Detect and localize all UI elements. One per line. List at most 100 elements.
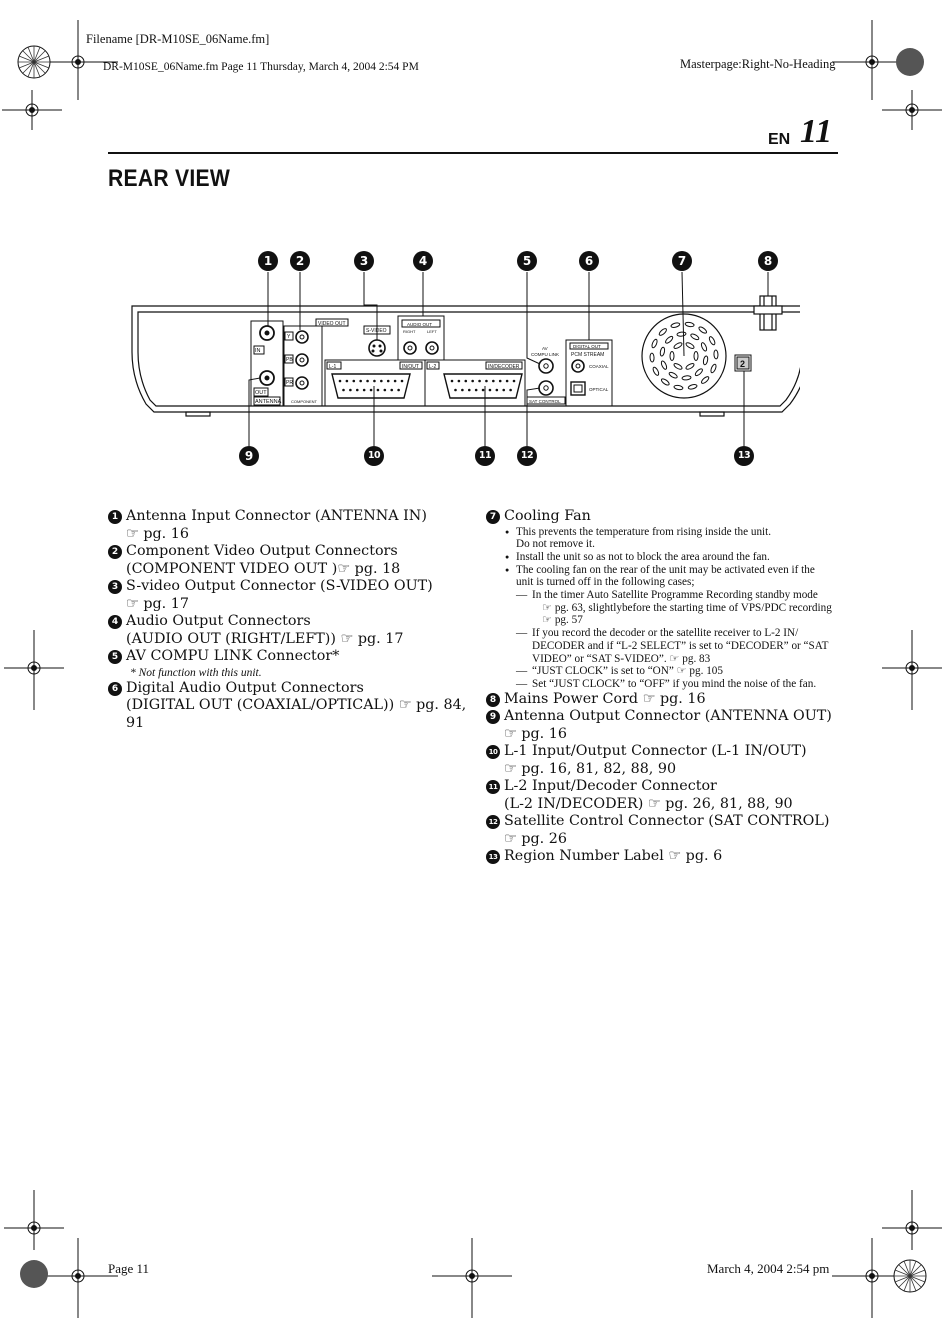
label-pb: PB — [286, 357, 293, 363]
scart-pin — [386, 379, 390, 383]
fan-slot — [673, 363, 683, 370]
fan-slot — [668, 371, 678, 379]
item-number: 6 — [108, 681, 122, 696]
dash-text: If you record the decoder or the satelli… — [532, 627, 799, 640]
fan-slot — [681, 375, 692, 381]
list-item: 6 Digital Audio Output Connectors (DIGIT… — [108, 680, 468, 733]
language-code: EN — [768, 131, 791, 148]
callout-5: 5 — [517, 251, 537, 271]
scart-pins — [338, 379, 516, 392]
scart-pin — [461, 388, 464, 392]
item-number: 5 — [108, 650, 122, 664]
label-digital-out: DIGITAL OUT — [573, 344, 601, 349]
item-number: 10 — [486, 745, 500, 760]
fan-slot — [673, 384, 684, 391]
scart-pin — [376, 388, 380, 392]
scart-pin — [338, 379, 342, 383]
label-in: IN — [255, 348, 261, 354]
item-text: ☞ pg. 26 — [504, 830, 567, 847]
scart-pin — [450, 379, 454, 383]
label-in-out: IN/OUT — [402, 364, 419, 370]
list-item: 5 AV COMPU LINK Connector* * Not functio… — [108, 648, 468, 680]
list-item: 4 Audio Output Connectors (AUDIO OUT (RI… — [108, 613, 468, 648]
page-number: 11 — [800, 113, 833, 150]
scart-pin — [454, 388, 457, 392]
fan-slot — [684, 321, 695, 328]
item-text: Satellite Control Connector (SAT CONTROL… — [504, 813, 830, 830]
fan-slot — [701, 376, 710, 384]
list-item: 1 Antenna Input Connector (ANTENNA IN) ☞… — [108, 508, 468, 543]
fan-slot — [649, 352, 655, 363]
header-filename: Filename [DR-M10SE_06Name.fm] — [86, 32, 270, 46]
fan-slot — [669, 351, 675, 361]
scart-pin — [383, 388, 387, 392]
callout-9: 9 — [239, 446, 259, 466]
list-item: 11 L-2 Input/Decoder Connector (L-2 IN/D… — [486, 778, 846, 813]
label-compu-link: COMPU LINK — [531, 352, 559, 357]
scart-pin — [400, 379, 404, 383]
label-coaxial: COAXIAL — [589, 364, 609, 369]
fan-slot — [652, 366, 660, 376]
scart-pin — [478, 379, 481, 383]
fan-slot — [708, 336, 716, 346]
scart-pin — [369, 388, 373, 392]
callout-7: 7 — [672, 251, 692, 271]
scart-pin — [498, 379, 502, 383]
label-pr: PR — [286, 380, 293, 386]
item-text: ☞ pg. 17 — [126, 595, 189, 612]
dash-icon: — — [516, 677, 528, 690]
fan-slot — [660, 360, 668, 370]
callout-2: 2 — [290, 251, 310, 271]
gray-dot-icon — [20, 48, 924, 1288]
dash-text: “JUST CLOCK” is set to “ON” ☞ pg. 105 — [532, 665, 723, 678]
list-item: 3 S-video Output Connector (S-VIDEO OUT)… — [108, 578, 468, 613]
bullet-item: Install the unit so as not to block the … — [504, 551, 846, 564]
dash-text: In the timer Auto Satellite Programme Re… — [532, 589, 818, 602]
scart-pin — [349, 388, 352, 392]
item-text: 91 — [126, 714, 145, 731]
fan-slot — [693, 351, 699, 361]
fan-slot — [687, 384, 698, 390]
header-rule — [108, 152, 838, 154]
dash-item: — In the timer Auto Satellite Programme … — [504, 589, 846, 627]
label-out: OUT — [255, 390, 267, 396]
label-component: COMPONENT — [291, 399, 318, 404]
crosshair-icon — [2, 20, 942, 1318]
scart-pin — [492, 379, 495, 383]
item-text: (AUDIO OUT (RIGHT/LEFT)) ☞ pg. 17 — [126, 630, 404, 647]
item-text: Antenna Input Connector (ANTENNA IN) — [126, 508, 427, 524]
dash-item: — If you record the decoder or the satel… — [504, 627, 846, 665]
scart-pin — [467, 388, 471, 392]
dash-icon: — — [516, 665, 528, 678]
fan-slot — [685, 342, 695, 349]
item-text: Digital Audio Output Connectors — [126, 679, 364, 696]
callout-13: 13 — [734, 446, 754, 466]
leader-lines — [248, 271, 769, 446]
dash-text: ☞ pg. 63, slightlybefore the starting ti… — [542, 601, 832, 614]
fan-slot — [694, 368, 703, 377]
bullet-text: Install the unit so as not to block the … — [516, 550, 770, 563]
list-item: 7 Cooling Fan — [486, 508, 846, 526]
item-number: 4 — [108, 615, 122, 629]
fan-grille — [649, 321, 719, 391]
label-sat-control: SAT CONTROL — [529, 399, 561, 404]
fan-slot — [670, 322, 681, 328]
right-item-list: 7 Cooling Fan This prevents the temperat… — [486, 508, 846, 866]
item-text: ☞ pg. 16 — [126, 525, 189, 542]
bullet-text: unit is turned off in the following case… — [516, 576, 695, 589]
unit-body — [131, 305, 800, 417]
dash-text: DECODER and if “L-2 SELECT” is set to “D… — [532, 639, 829, 652]
scart-pin — [355, 388, 359, 392]
item-text: (L-2 IN/DECODER) ☞ pg. 26, 81, 88, 90 — [504, 795, 793, 812]
fan-slot — [698, 326, 708, 334]
fan-slot — [673, 342, 683, 349]
fan-slot — [713, 349, 719, 360]
item-text: Antenna Output Connector (ANTENNA OUT) — [504, 708, 832, 725]
scart-pin — [502, 388, 506, 392]
item-text: ☞ pg. 16, 81, 82, 88, 90 — [504, 760, 677, 777]
scart-pin — [362, 388, 366, 392]
item-text: (DIGITAL OUT (COAXIAL/OPTICAL)) ☞ pg. 84… — [126, 697, 467, 713]
list-item: 12 Satellite Control Connector (SAT CONT… — [486, 813, 846, 848]
item-text: S-video Output Connector (S-VIDEO OUT) — [126, 578, 433, 594]
